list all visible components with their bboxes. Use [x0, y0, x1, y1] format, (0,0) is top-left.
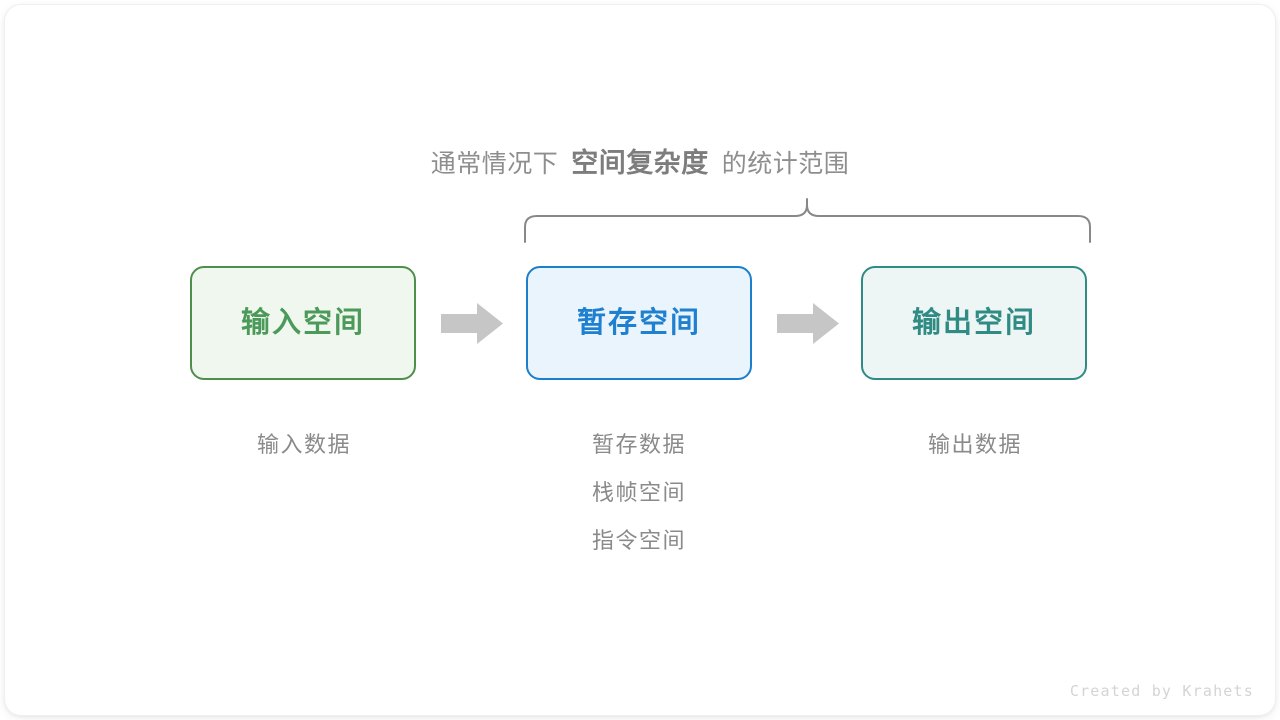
box-temp-space[interactable]: 暂存空间: [526, 266, 752, 380]
sublabel-item: 指令空间: [591, 528, 686, 553]
box-input-space[interactable]: 输入空间: [190, 266, 416, 380]
sublabel-item: 栈帧空间: [591, 480, 686, 505]
sublabel-column-input: 输入数据: [154, 421, 454, 469]
sublabel-item: 输入数据: [256, 432, 351, 457]
right-arrow-icon: [777, 303, 839, 344]
sublabel-group: 输入数据 暂存数据 栈帧空间 指令空间 输出数据: [0, 421, 1280, 561]
box-temp-space-label: 暂存空间: [576, 306, 701, 339]
sublabel-column-output: 输出数据: [825, 421, 1125, 469]
sublabel-column-temp: 暂存数据 栈帧空间 指令空间: [489, 421, 789, 565]
box-output-space[interactable]: 输出空间: [861, 266, 1087, 380]
right-arrow-icon: [441, 303, 503, 344]
sublabel-item: 暂存数据: [591, 432, 686, 457]
box-output-space-label: 输出空间: [911, 306, 1036, 339]
sublabel-item: 输出数据: [927, 432, 1022, 457]
box-input-space-label: 输入空间: [240, 306, 365, 339]
watermark-credit: Created by Krahets: [1069, 682, 1254, 700]
curly-brace-top: [515, 196, 1100, 244]
caption-emphasis: 空间复杂度: [571, 148, 709, 178]
diagram-caption: 通常情况下空间复杂度的统计范围: [0, 150, 1280, 177]
caption-suffix: 的统计范围: [721, 150, 850, 178]
caption-prefix: 通常情况下: [430, 150, 559, 178]
